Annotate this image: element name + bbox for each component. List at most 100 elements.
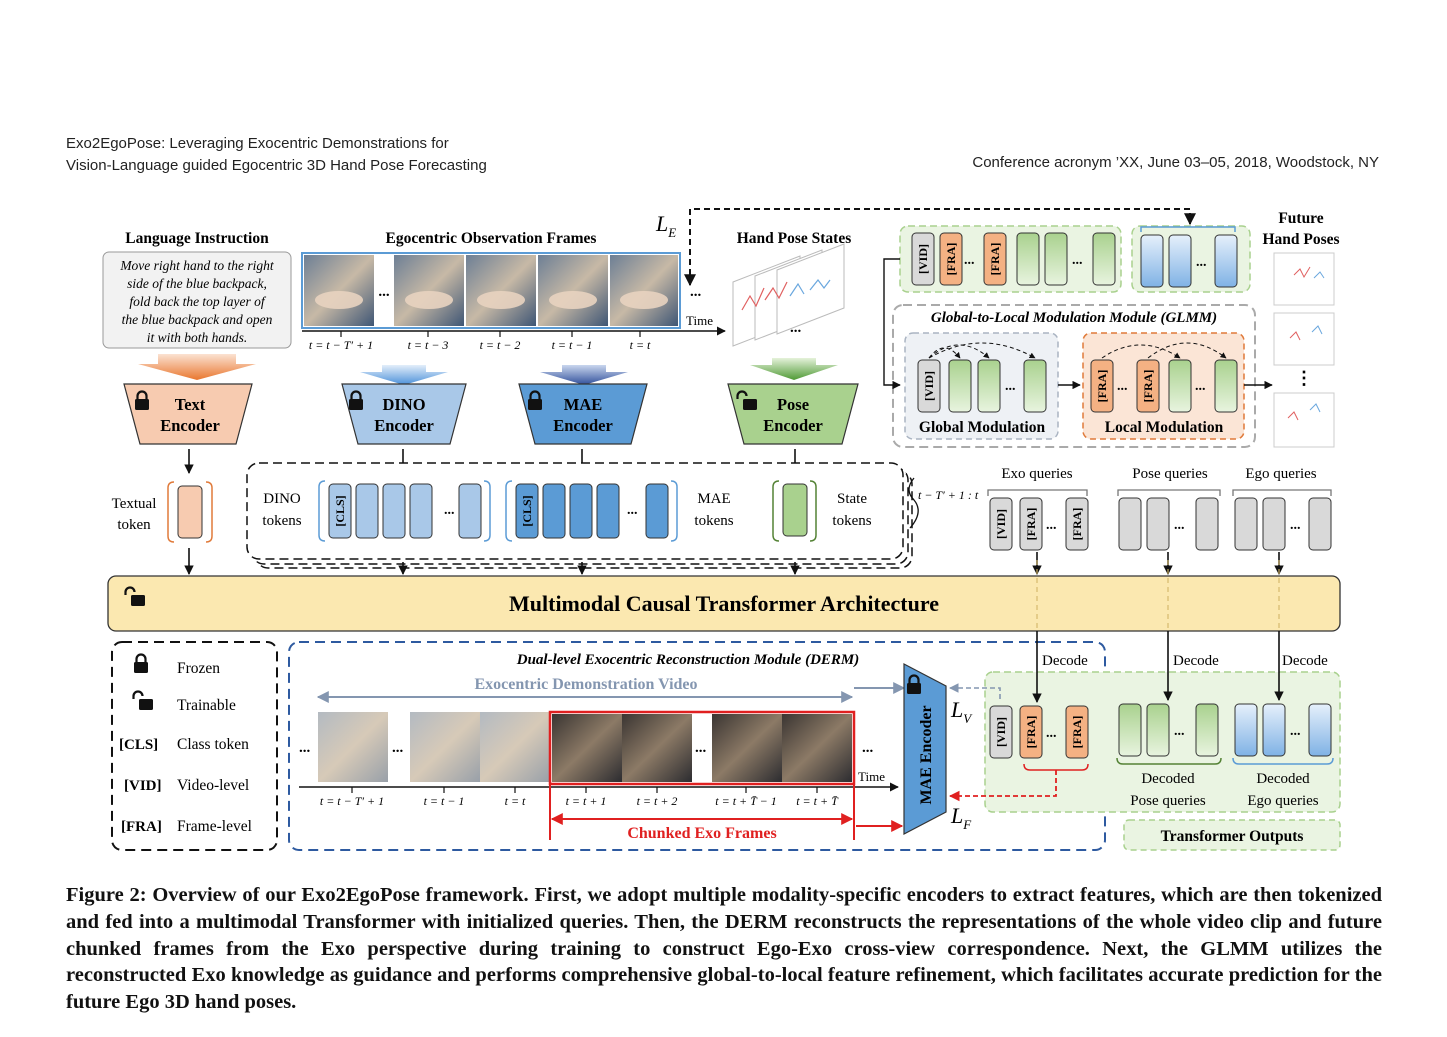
legend-vid-desc: Video-level <box>177 777 249 794</box>
exo-tick-2: t = t − 1 <box>424 794 465 808</box>
legend-trainable: Trainable <box>177 697 236 714</box>
exo-tick-6: t = t + T̄ − 1 <box>715 794 776 808</box>
exo-frame-4 <box>552 714 622 782</box>
decoded-fra-token-1: [FRA] <box>1024 716 1038 749</box>
ego-tick-2: t = t − 3 <box>408 338 449 352</box>
mae-token-seq: [CLS] ... <box>515 483 669 539</box>
transformer-label: Multimodal Causal Transformer Architectu… <box>509 591 939 616</box>
decoded-pose-l2: Pose queries <box>1130 793 1206 809</box>
ego-frames-ellipsis: ... <box>378 284 390 300</box>
pose-state-stack <box>732 243 845 347</box>
legend-vid-label: [VID] <box>124 778 162 794</box>
future-pose-plots: ⋮ <box>1273 252 1335 448</box>
exo-tick-5: t = t + 2 <box>637 794 678 808</box>
decoded-pose-ellipsis: ... <box>1174 724 1185 739</box>
pose-ellipsis: ... <box>790 320 802 336</box>
pose-encoder: Pose Encoder <box>727 383 859 445</box>
ego-frame-1 <box>304 255 374 326</box>
global-mod-label: Global Modulation <box>919 419 1046 436</box>
loss-v: LV <box>950 697 973 726</box>
mae-down-arrow <box>540 365 628 385</box>
pose-encoder-l1: Pose <box>777 395 809 414</box>
mae-encoder-top: MAE Encoder <box>518 383 648 445</box>
textual-token <box>177 485 203 539</box>
glmm-vid-token: [VID] <box>916 244 930 274</box>
exo-ellipsis-chunk: ... <box>695 740 707 756</box>
decoded-pose-tokens: ... <box>1118 703 1219 757</box>
ego-query-ellipsis: ... <box>1290 518 1301 533</box>
dino-cls-token: [CLS] <box>333 495 347 526</box>
lang-line-4: the blue backpack and open <box>122 312 273 327</box>
decode-label-2: Decode <box>1173 653 1219 669</box>
text-down-arrow <box>138 354 256 380</box>
lang-instruction: Move right hand to the right side of the… <box>119 258 275 345</box>
pose-query-ellipsis: ... <box>1174 518 1185 533</box>
glmm-fra-token-2: [FRA] <box>988 243 1002 276</box>
text-encoder: Text Encoder <box>123 383 253 445</box>
ego-title: Egocentric Observation Frames <box>386 230 597 247</box>
exo-frames: ... ... ... ... <box>299 710 874 786</box>
exo-query-seq: [VID] [FRA] ... [FRA] <box>989 497 1089 551</box>
legend-cls-label: [CLS] <box>119 737 158 753</box>
decode-label-1: Decode <box>1042 653 1088 669</box>
mae-token-ellipsis: ... <box>627 503 638 518</box>
legend-box <box>111 641 278 851</box>
glmm-fra-token-1: [FRA] <box>944 243 958 276</box>
ego-out-top-ellipsis: ... <box>1196 255 1207 270</box>
exo-tick-3: t = t <box>505 794 526 808</box>
glmm-input-tokens: [VID] [FRA] ... [FRA] ... <box>911 232 1116 286</box>
local-fra-token-2: [FRA] <box>1141 370 1155 403</box>
decoded-pose-l1: Decoded <box>1141 771 1195 787</box>
exo-time-ticks: t = t − T′ + 1 t = t − 1 t = t t = t + 1… <box>320 794 839 808</box>
local-ellipsis-1: ... <box>1117 379 1128 394</box>
ego-tick-4: t = t − 1 <box>552 338 593 352</box>
ego-tick-1: t = t − T′ + 1 <box>309 338 373 352</box>
pose-encoder-l2: Encoder <box>763 416 823 435</box>
legend-fra-desc: Frame-level <box>177 818 252 835</box>
dino-encoder-l2: Encoder <box>374 416 434 435</box>
chunked-label: Chunked Exo Frames <box>627 825 776 842</box>
mae-cls-token: [CLS] <box>520 495 534 526</box>
mae-tokens-l2: tokens <box>694 513 733 529</box>
lang-title: Language Instruction <box>125 230 269 247</box>
future-title-1: Future <box>1278 210 1323 227</box>
exo-query-ellipsis: ... <box>1046 518 1057 533</box>
lang-line-3: fold back the top layer of <box>129 294 267 309</box>
exo-video-label: Exocentric Demonstration Video <box>474 676 697 693</box>
global-vid-token: [VID] <box>922 371 936 401</box>
decoded-ego-tokens: ... <box>1234 703 1332 757</box>
future-vdots: ⋮ <box>1295 368 1313 388</box>
exo-ellipsis-right: ... <box>862 740 874 756</box>
local-mod-label: Local Modulation <box>1105 419 1224 436</box>
dino-down-arrow <box>360 365 448 385</box>
mae-encoder-side-label: MAE Encoder <box>918 705 935 804</box>
lang-box <box>102 251 292 349</box>
global-ellipsis: ... <box>1005 379 1016 394</box>
local-fra-token-1: [FRA] <box>1095 370 1109 403</box>
dino-tokens-l2: tokens <box>262 513 301 529</box>
decoded-ego-l2: Ego queries <box>1247 793 1318 809</box>
chunked-frames-box <box>548 710 856 786</box>
exo-queries-label: Exo queries <box>1001 466 1072 482</box>
decoded-exo-tokens: [VID] [FRA] ... [FRA] <box>989 705 1089 759</box>
future-title-2: Hand Poses <box>1262 231 1339 248</box>
legend-cls-desc: Class token <box>177 736 249 753</box>
decoded-ego-ellipsis: ... <box>1290 724 1301 739</box>
outputs-label: Transformer Outputs <box>1161 828 1304 845</box>
exo-frame-3 <box>480 712 550 782</box>
glmm-input-arrow <box>883 258 901 390</box>
exo-fra-query-2: [FRA] <box>1070 508 1084 541</box>
exo-frame-6 <box>712 714 782 782</box>
decoded-ego-l1: Decoded <box>1256 771 1310 787</box>
running-header-left: Exo2EgoPose: Leveraging Exocentric Demon… <box>66 133 487 177</box>
dino-tokens-l1: DINO <box>263 491 301 507</box>
glmm-top-ellipsis-2: ... <box>1072 253 1083 268</box>
exo-time-label: Time <box>858 769 885 784</box>
dino-token-seq: [CLS] ... <box>328 483 482 539</box>
ego-frame-2 <box>394 255 464 326</box>
pose-title: Hand Pose States <box>737 230 852 247</box>
ego-frames-box <box>301 252 681 329</box>
decode-label-3: Decode <box>1282 653 1328 669</box>
ego-frame-4 <box>538 255 608 326</box>
legend-frozen: Frozen <box>177 660 220 677</box>
